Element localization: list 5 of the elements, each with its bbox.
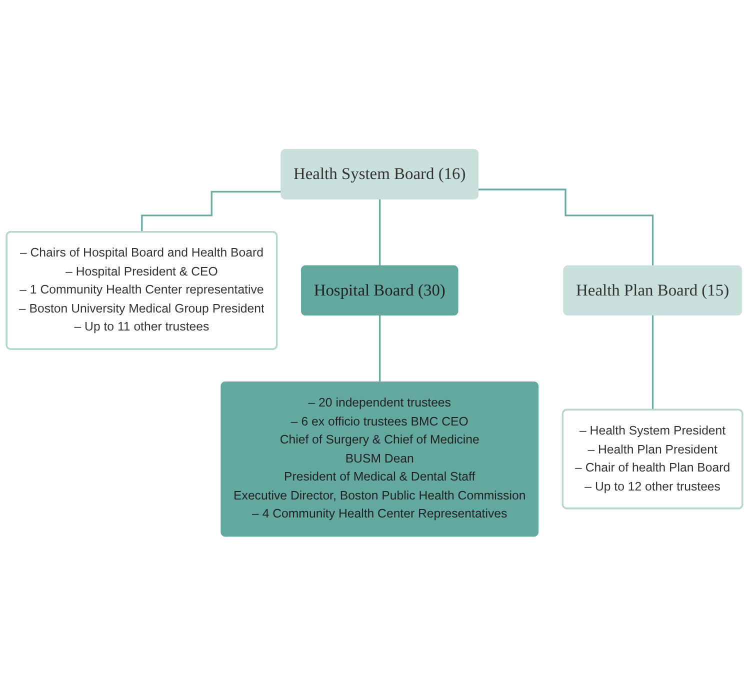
- connector: [379, 198, 381, 267]
- connector: [478, 188, 654, 267]
- connector: [379, 314, 381, 383]
- connector: [141, 190, 282, 233]
- connector: [652, 314, 654, 411]
